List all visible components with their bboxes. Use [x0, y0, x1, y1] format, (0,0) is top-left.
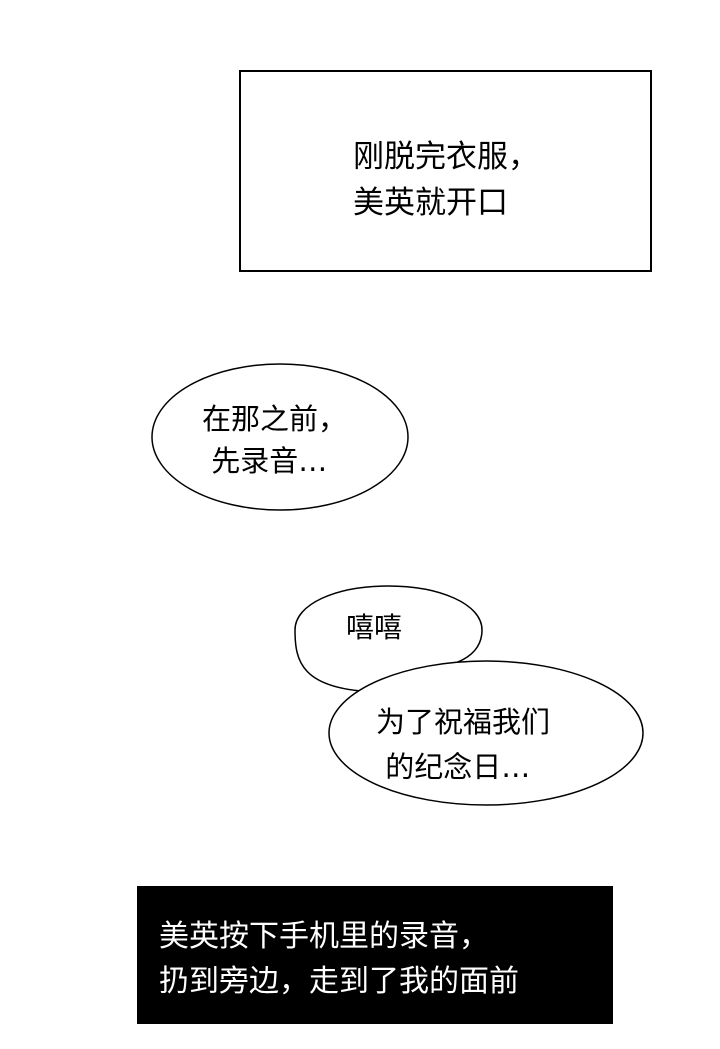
- speech-bubble-3: [328, 660, 644, 806]
- narration-text: 美英按下手机里的录音， 扔到旁边，走到了我的面前: [159, 919, 519, 999]
- speech-bubble-3-text: 为了祝福我们 的纪念日…: [376, 705, 551, 784]
- narration-box: 美英按下手机里的录音， 扔到旁边，走到了我的面前: [137, 886, 613, 1024]
- speech-bubble-2-text: 嘻嘻: [346, 611, 403, 644]
- caption-box: 刚脱完衣服， 美英就开口: [239, 70, 652, 272]
- speech-bubble-1: [151, 363, 409, 511]
- speech-bubble-1-text: 在那之前， 先录音…: [202, 402, 348, 478]
- caption-text: 刚脱完衣服， 美英就开口: [353, 139, 539, 221]
